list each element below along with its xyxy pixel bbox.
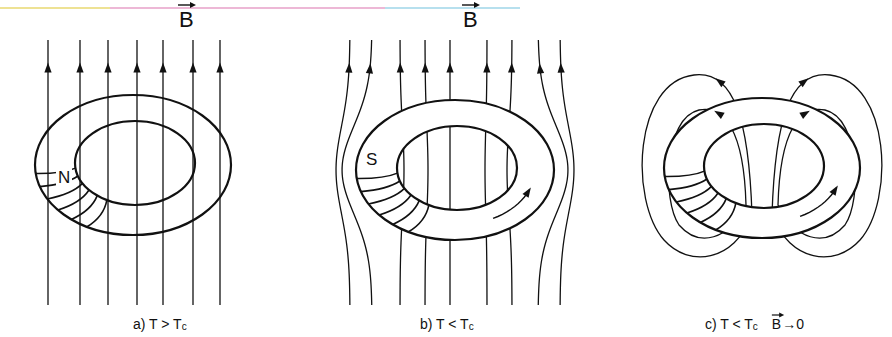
rings [35, 95, 860, 240]
arrowhead [189, 63, 196, 73]
subscript: c [469, 322, 474, 332]
caption: a) T > T [133, 317, 182, 331]
vector-arrow [462, 2, 480, 8]
arrowhead [536, 63, 544, 74]
coil-winding [87, 200, 107, 227]
field-line [336, 40, 350, 305]
ring [664, 98, 860, 238]
field-line [485, 40, 487, 305]
coil-winding [58, 190, 89, 210]
field-symbol: B [179, 9, 194, 31]
arrowhead [216, 63, 223, 73]
caption: →0 [782, 317, 804, 331]
arrowhead [44, 63, 51, 73]
arrowhead [366, 63, 374, 74]
arrowhead [712, 108, 724, 119]
subscript: c [182, 322, 187, 332]
field-line [219, 40, 220, 305]
arrowhead [104, 63, 111, 73]
caption: c) T < T [705, 317, 753, 331]
coil-winding [357, 173, 398, 178]
arrowhead [446, 63, 453, 73]
field-line [507, 40, 512, 305]
coil-winding [687, 193, 718, 213]
coil-winding [700, 199, 726, 223]
caption: b) T < T [420, 317, 469, 331]
arrowheads [44, 62, 840, 197]
arrowhead [557, 63, 565, 73]
arrowhead [422, 62, 429, 72]
field-line [136, 40, 137, 305]
arrowhead [829, 184, 840, 196]
coil-winding [665, 171, 705, 176]
ring [35, 95, 231, 235]
field-line [400, 40, 404, 305]
field-line [79, 40, 80, 305]
coil-winding [393, 201, 420, 225]
scan-line [110, 7, 385, 9]
pole-label: S [364, 150, 379, 169]
arrowhead [159, 63, 166, 73]
arrowhead [133, 63, 140, 73]
field-symbol: B [463, 9, 478, 31]
arrowhead [483, 62, 490, 72]
field-line [107, 40, 108, 305]
field-line [425, 40, 428, 305]
vector-arrow [178, 2, 196, 8]
coil-winding [669, 179, 707, 190]
field-line [449, 40, 450, 305]
coil-winding [71, 196, 97, 220]
scan-line [0, 7, 110, 9]
coil-winding [379, 195, 411, 215]
field-lines-front [48, 40, 220, 305]
field-line [162, 40, 163, 305]
arrowhead [522, 186, 533, 198]
field-symbol: B [772, 317, 781, 331]
arrowhead [799, 108, 811, 119]
arrowhead [798, 75, 810, 87]
pole-label: N [56, 168, 72, 187]
arrowhead [76, 63, 83, 73]
scan-line [385, 7, 520, 9]
field-line [560, 40, 574, 305]
arrowhead [397, 62, 404, 72]
arrowhead [508, 62, 515, 72]
arrowhead [345, 63, 353, 73]
coil-winding [361, 181, 400, 192]
ring [356, 100, 554, 240]
arrowhead [713, 75, 725, 87]
subscript: c [753, 322, 758, 332]
field-lines [336, 40, 882, 305]
field-line [192, 40, 193, 305]
field-line [47, 40, 48, 305]
coil-winding [716, 203, 736, 230]
coil-winding [409, 205, 429, 232]
